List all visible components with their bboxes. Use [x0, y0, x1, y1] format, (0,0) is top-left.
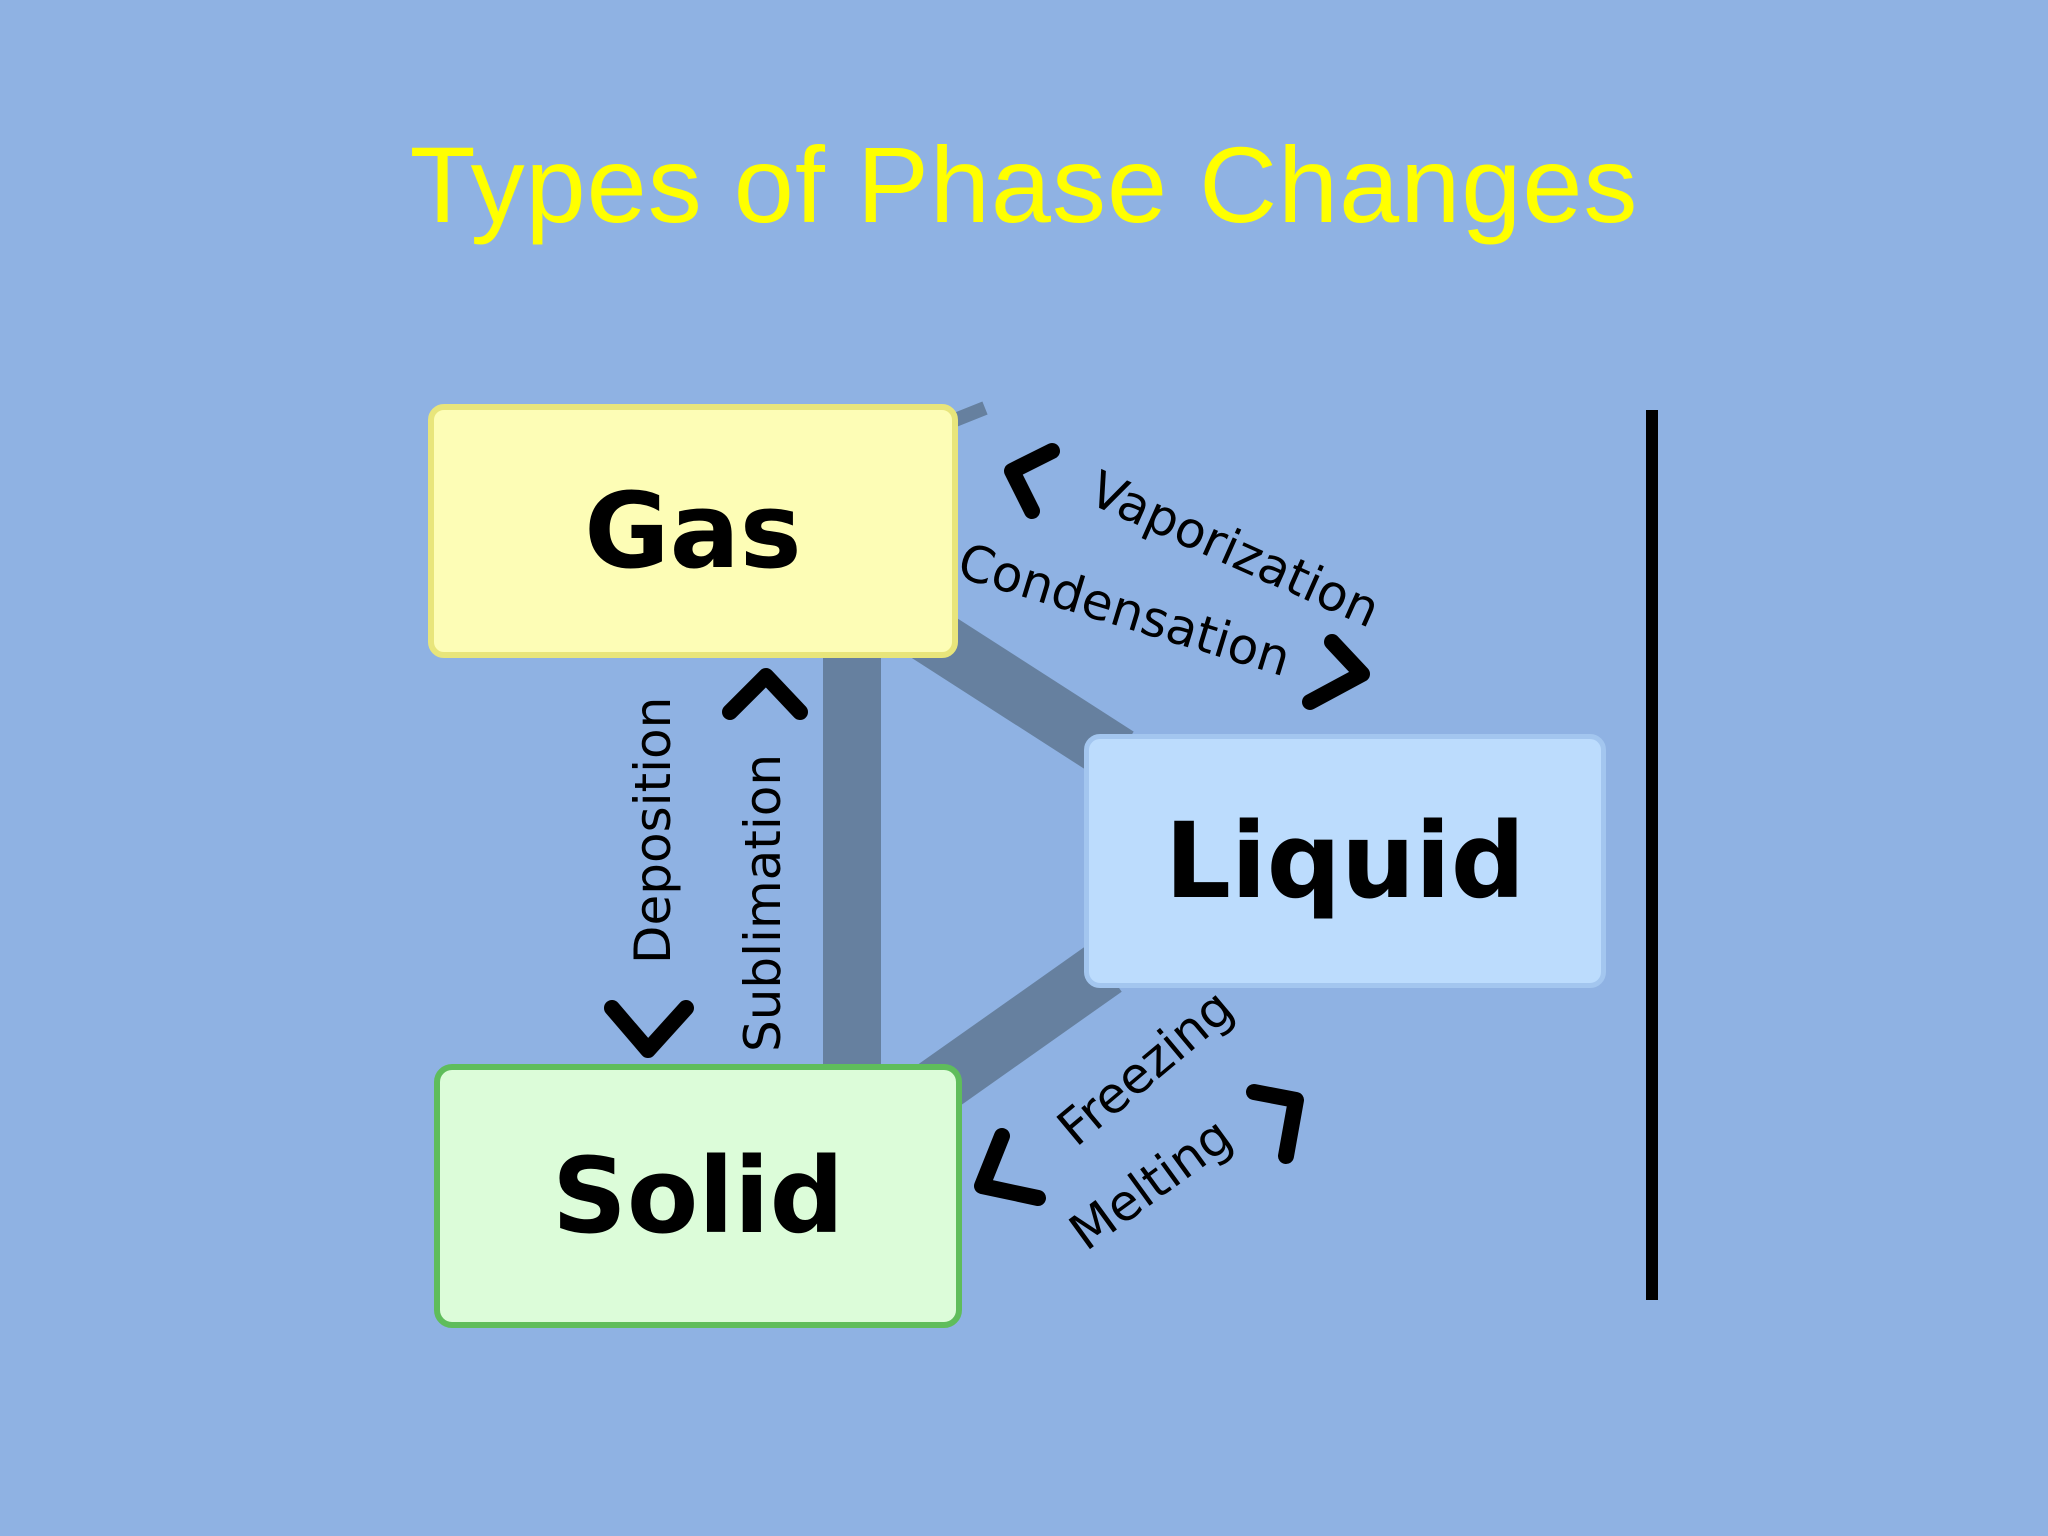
gas-label: Gas: [584, 470, 802, 592]
chevron-right-freezing-icon: [1246, 1084, 1304, 1164]
liquid-label: Liquid: [1164, 800, 1526, 922]
connector-gas-liquid: [909, 607, 1134, 781]
solid-label: Solid: [551, 1135, 845, 1257]
label-deposition: Deposition: [624, 697, 682, 964]
connector-liquid-solid: [918, 944, 1122, 1112]
gas-node: Gas: [428, 404, 958, 658]
chevron-right-condensation-icon: [1302, 634, 1370, 710]
slide-title: Types of Phase Changes: [409, 124, 1639, 245]
chevron-down-deposition-icon: [604, 1000, 694, 1058]
solid-node: Solid: [434, 1064, 962, 1328]
label-sublimation: Sublimation: [734, 754, 792, 1052]
liquid-node: Liquid: [1084, 734, 1606, 988]
connector-gas-top: [952, 401, 988, 427]
chevron-left-vaporization-icon: [1004, 443, 1060, 519]
chevron-up-sublimation-icon: [722, 668, 808, 720]
chevron-left-melting-icon: [974, 1128, 1046, 1206]
